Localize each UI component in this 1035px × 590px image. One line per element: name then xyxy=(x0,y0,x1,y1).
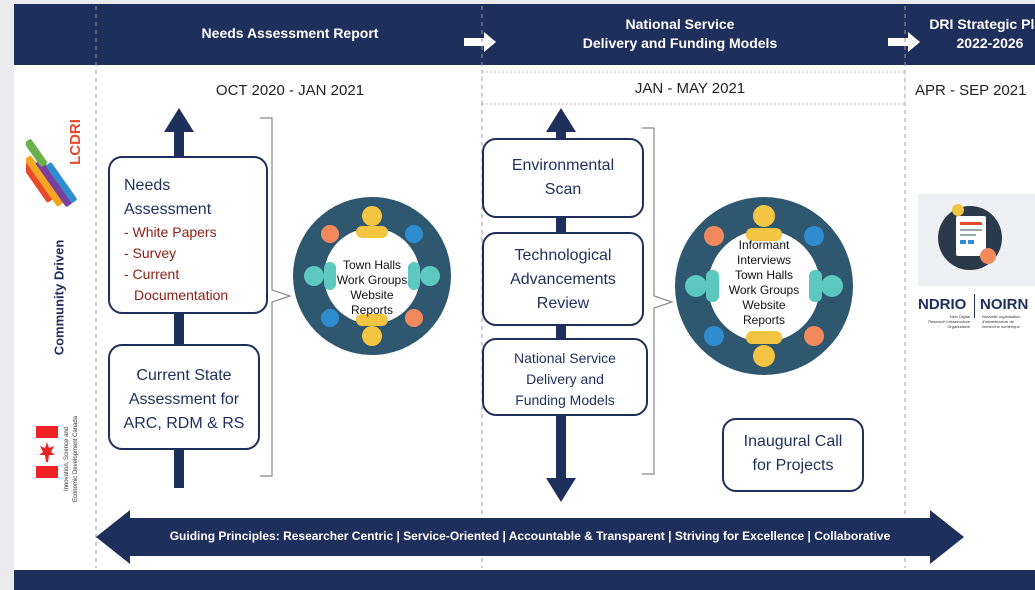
phase3-header: DRI Strategic Plan 2022-2026 xyxy=(929,16,1035,51)
environmental-scan-box: Environmental Scan xyxy=(482,138,644,218)
lcdri-logo-icon xyxy=(26,139,77,207)
current-state-box: Current State Assessment for ARC, RDM & … xyxy=(108,344,260,450)
phase1-circle-text: Town Halls Work Groups Website Reports xyxy=(336,258,408,317)
phase1-date: OCT 2020 - JAN 2021 xyxy=(215,82,365,99)
phase1-header: Needs Assessment Report xyxy=(201,25,379,41)
header-bar xyxy=(14,4,1035,65)
needs-assessment-box: Needs Assessment - White Papers - Survey… xyxy=(108,156,268,314)
ndrio-subtitle: New Digital Research Infrastructure Orga… xyxy=(928,314,970,329)
gov-label: Innovation, Science and Economic Develop… xyxy=(64,415,79,503)
phase2-community-circle-icon xyxy=(675,197,853,375)
strategic-plan-icon xyxy=(918,194,1035,286)
noirn-subtitle: Nouvelle organisation d'infrastructure d… xyxy=(982,314,1021,329)
phase2-date: JAN - MAY 2021 xyxy=(634,80,746,97)
phase2-circle-text: Informant Interviews Town Halls Work Gro… xyxy=(728,238,800,327)
header-arrow-2-icon xyxy=(888,32,920,52)
ndrio-divider xyxy=(974,294,975,318)
phase1-bracket xyxy=(260,117,292,477)
ndrio-label: NDRIO xyxy=(918,296,967,313)
phase1-community-circle-icon xyxy=(293,197,451,355)
inaugural-call-box: Inaugural Call for Projects xyxy=(722,418,864,492)
national-service-delivery-box: National Service Delivery and Funding Mo… xyxy=(482,338,648,416)
canada-flag-icon xyxy=(36,426,58,478)
footer-bar xyxy=(14,570,1035,590)
tech-advancements-box: Technological Advancements Review xyxy=(482,232,644,326)
guiding-principles-text: Guiding Principles: Researcher Centric |… xyxy=(169,529,891,543)
community-driven-label: Community Driven xyxy=(51,239,67,356)
phase3-date: APR - SEP 2021 xyxy=(915,82,1027,99)
header-arrow-1-icon xyxy=(464,32,496,52)
phase2-header: National Service Delivery and Funding Mo… xyxy=(582,16,778,51)
phase2-bracket xyxy=(642,127,674,475)
noirn-label: NOIRN xyxy=(980,296,1029,313)
lcdri-logo-text: LCDRI xyxy=(67,119,84,165)
guiding-principles-arrow xyxy=(96,510,964,564)
